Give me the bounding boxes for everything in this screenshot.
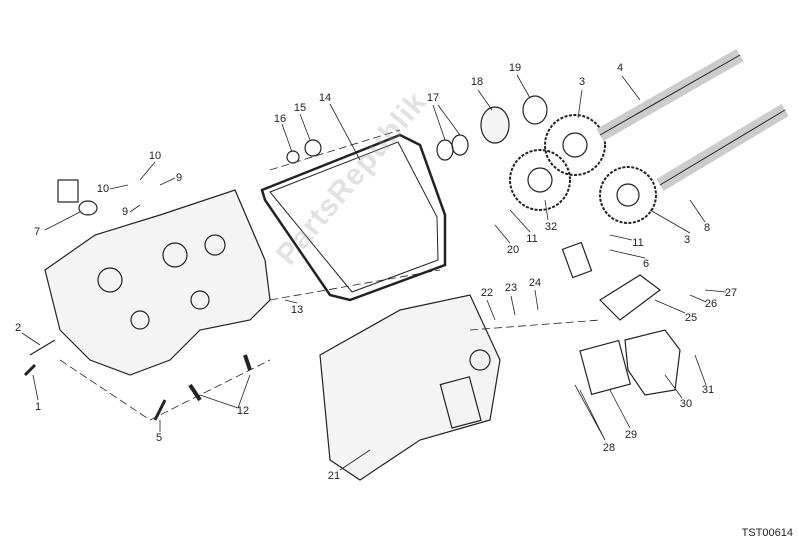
callout-28: 28 (602, 442, 616, 454)
callout-11: 11 (526, 233, 538, 245)
callout-32: 32 (544, 221, 558, 233)
callout-3: 3 (578, 76, 586, 88)
callout-25: 25 (684, 312, 698, 324)
callout-22: 22 (480, 287, 494, 299)
callout-14: 14 (318, 92, 332, 104)
cylinder-head (44, 189, 271, 376)
callout-19: 19 (508, 62, 522, 74)
callout-26: 26 (704, 298, 718, 310)
callout-17: 17 (426, 92, 440, 104)
callout-21: 21 (327, 470, 341, 482)
callout-11: 11 (632, 237, 644, 249)
callout-16: 16 (273, 113, 287, 125)
callout-1: 1 (34, 401, 42, 413)
callout-3: 3 (683, 234, 691, 246)
cam-gear-upper (544, 114, 606, 176)
callout-30: 30 (679, 398, 693, 410)
cam-gear-lower (509, 149, 571, 211)
valve-cover (319, 294, 501, 481)
cam-gear-right (599, 166, 657, 224)
drawing-code: TST00614 (741, 527, 793, 539)
callout-2: 2 (14, 322, 22, 334)
callout-13: 13 (290, 304, 304, 316)
callout-6: 6 (642, 258, 650, 270)
callout-9: 9 (121, 206, 129, 218)
callout-24: 24 (528, 277, 542, 289)
callout-20: 20 (506, 244, 520, 256)
callout-10: 10 (96, 183, 110, 195)
callout-5: 5 (155, 432, 163, 444)
callout-7: 7 (33, 226, 41, 238)
callout-15: 15 (293, 102, 307, 114)
callout-9: 9 (175, 172, 183, 184)
valve-cover-gasket (260, 133, 447, 302)
callout-31: 31 (701, 384, 715, 396)
callout-18: 18 (470, 76, 484, 88)
callout-12: 12 (236, 405, 250, 417)
callout-4: 4 (616, 62, 624, 74)
callout-29: 29 (624, 429, 638, 441)
callout-10: 10 (148, 150, 162, 162)
callout-27: 27 (724, 287, 738, 299)
callout-8: 8 (703, 222, 711, 234)
callout-23: 23 (504, 282, 518, 294)
